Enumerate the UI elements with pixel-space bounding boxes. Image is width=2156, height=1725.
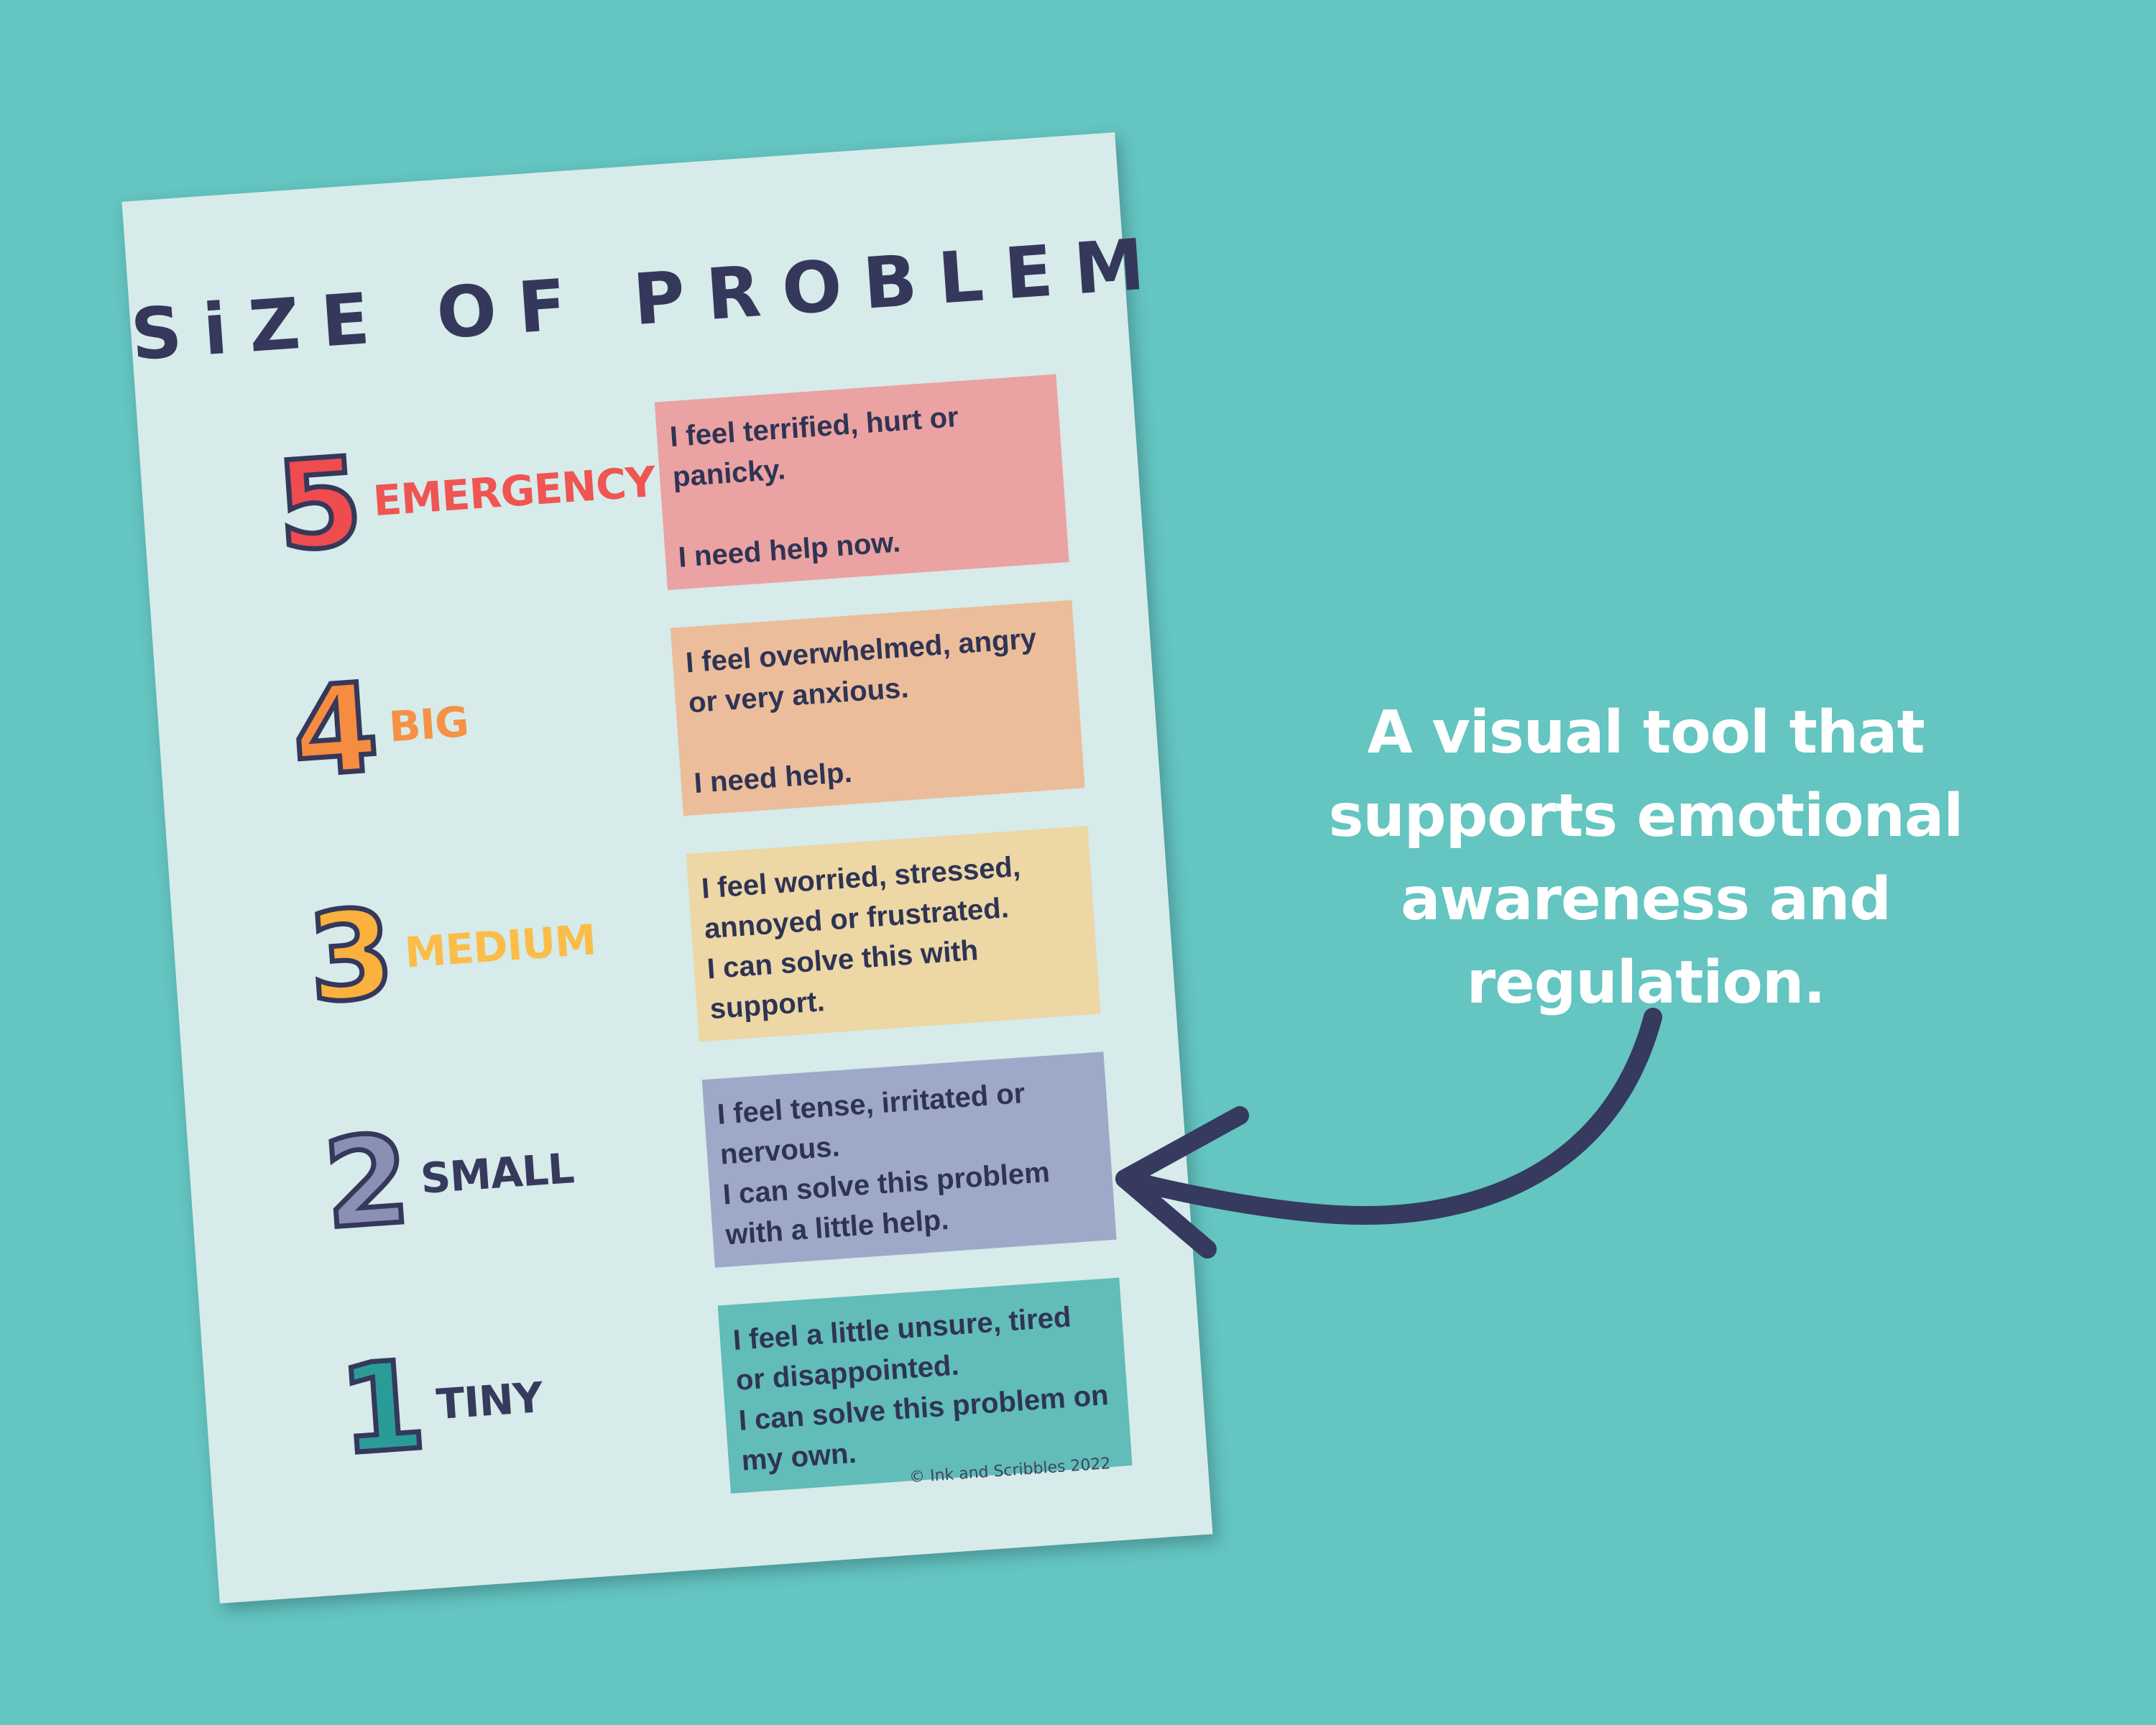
row-emergency: 5 EMERGENCY I feel terrified, hurt or pa…: [139, 369, 1145, 632]
row-medium: 3 MEDIUM I feel worried, stressed, annoy…: [170, 821, 1176, 1084]
row-tiny: 1 TINY I feel a little unsure, tired or …: [201, 1272, 1207, 1535]
row-big: 4 BIG I feel overwhelmed, angry or very …: [154, 595, 1160, 858]
level-label-small: SMALL: [418, 1144, 576, 1203]
tagline: A visual tool that supports emotional aw…: [1328, 699, 1964, 1017]
description-small: I feel tense, irritated or nervous. I ca…: [716, 1077, 1051, 1251]
level-number-2: 2: [317, 1106, 417, 1259]
level-label-big: BIG: [387, 696, 470, 752]
size-of-problem-poster: SiZE OF PROBLEM 5 EMERGENCY I feel terri…: [121, 132, 1213, 1604]
description-box-emergency: I feel terrified, hurt or panicky. I nee…: [654, 374, 1069, 591]
level-label-emergency: EMERGENCY: [372, 456, 657, 526]
level-number-4: 4: [285, 654, 385, 807]
poster-title: SiZE OF PROBLEM: [128, 222, 1169, 377]
level-number-5: 5: [270, 428, 369, 581]
description-box-big: I feel overwhelmed, angry or very anxiou…: [670, 599, 1085, 816]
description-big: I feel overwhelmed, angry or very anxiou…: [684, 622, 1038, 800]
description-medium: I feel worried, stressed, annoyed or fru…: [700, 850, 1022, 1026]
description-box-medium: I feel worried, stressed, annoyed or fru…: [686, 826, 1101, 1042]
description-box-small: I feel tense, irritated or nervous. I ca…: [701, 1052, 1117, 1268]
level-number-3: 3: [301, 880, 401, 1034]
level-label-tiny: TINY: [434, 1373, 545, 1430]
level-label-medium: MEDIUM: [402, 915, 597, 978]
row-small: 2 SMALL I feel tense, irritated or nervo…: [185, 1046, 1192, 1310]
description-emergency: I feel terrified, hurt or panicky. I nee…: [668, 401, 960, 574]
level-number-1: 1: [333, 1332, 433, 1485]
arrow-shaft: [1115, 1008, 1662, 1225]
description-tiny: I feel a little unsure, tired or disappo…: [732, 1301, 1110, 1477]
